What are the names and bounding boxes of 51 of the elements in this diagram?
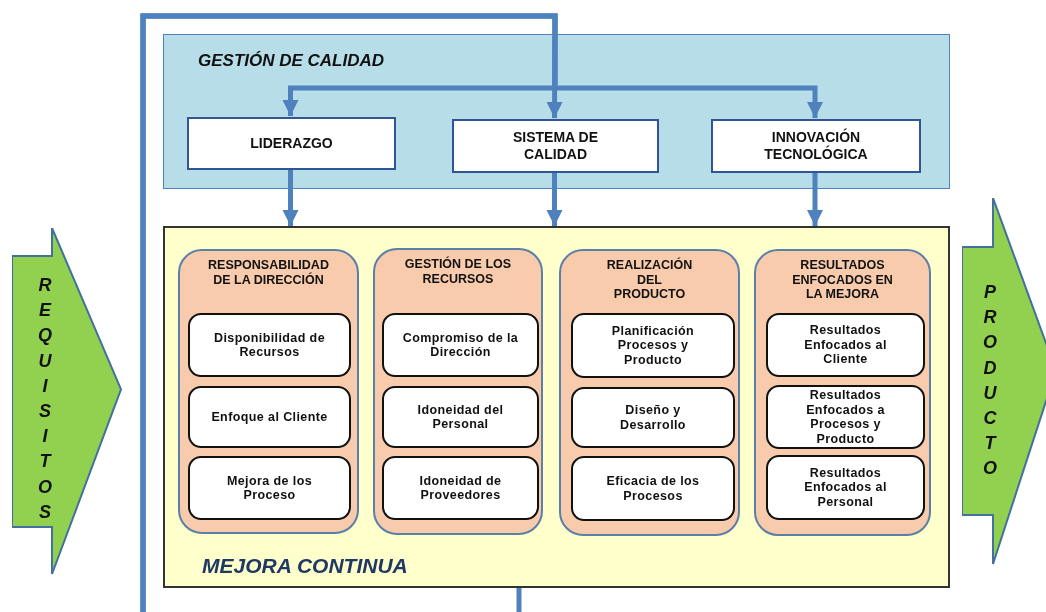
group-heading: MEJORA CONTINUA <box>202 554 408 578</box>
process-box <box>766 313 925 377</box>
category-column <box>373 248 543 535</box>
box-label: INNOVACIÓN TECNOLÓGICA <box>763 129 869 163</box>
box-label: Resultados Enfocados a Procesos y Producto <box>805 388 886 446</box>
group-panel <box>163 34 950 189</box>
process-box <box>766 455 925 520</box>
arrow <box>282 169 299 226</box>
group-panel <box>163 226 950 588</box>
category-column <box>754 249 931 536</box>
box-label: Compromiso de la Dirección <box>401 330 520 360</box>
box-label: Enfoque al Cliente <box>211 409 328 425</box>
process-box <box>571 387 735 448</box>
process-box <box>571 456 735 521</box>
process-box <box>382 313 539 377</box>
process-box <box>766 385 925 449</box>
process-box <box>382 456 539 520</box>
category-column <box>178 249 359 534</box>
box-label: Idoneidad de Proveedores <box>418 473 503 503</box>
vertical-label: PRODUCTO <box>983 281 997 481</box>
box-label: Mejora de los Proceso <box>225 473 314 503</box>
column-heading: RESULTADOS ENFOCADOS EN LA MEJORA <box>791 258 894 302</box>
box-label: Idoneidad del Personal <box>416 402 505 432</box>
process-box <box>188 386 351 448</box>
category-column <box>559 249 740 536</box>
process-box <box>382 386 539 448</box>
process-box <box>452 119 659 173</box>
box-label: Resultados Enfocados al Personal <box>803 465 888 510</box>
process-box <box>711 119 921 173</box>
box-label: LIDERAZGO <box>250 135 333 152</box>
block-arrow <box>962 198 1046 565</box>
process-box <box>188 313 351 377</box>
arrow <box>546 172 563 226</box>
connector-line <box>516 588 522 612</box>
box-label: Resultados Enfocados al Cliente <box>803 323 888 367</box>
block-arrow <box>12 228 122 575</box>
box-label: Diseño y Desarrollo <box>619 403 687 432</box>
box-label: Planificación Procesos y Producto <box>610 323 696 368</box>
process-box <box>187 117 396 170</box>
column-heading: GESTIÓN DE LOS RECURSOS <box>403 257 513 287</box>
arrow <box>140 13 823 612</box>
box-label: Eficacia de los Procesos <box>605 474 701 503</box>
process-box <box>571 313 735 378</box>
box-label: SISTEMA DE CALIDAD <box>511 129 599 163</box>
group-heading: GESTIÓN DE CALIDAD <box>198 51 385 71</box>
vertical-label: REQUISITOS <box>38 274 52 524</box>
process-box <box>188 456 351 520</box>
arrow <box>807 172 823 226</box>
column-heading: REALIZACIÓN DEL PRODUCTO <box>605 258 694 302</box>
box-label: Disponibilidad de Recursos <box>213 330 326 360</box>
column-heading: RESPONSABILIDAD DE LA DIRECCIÓN <box>207 258 330 288</box>
